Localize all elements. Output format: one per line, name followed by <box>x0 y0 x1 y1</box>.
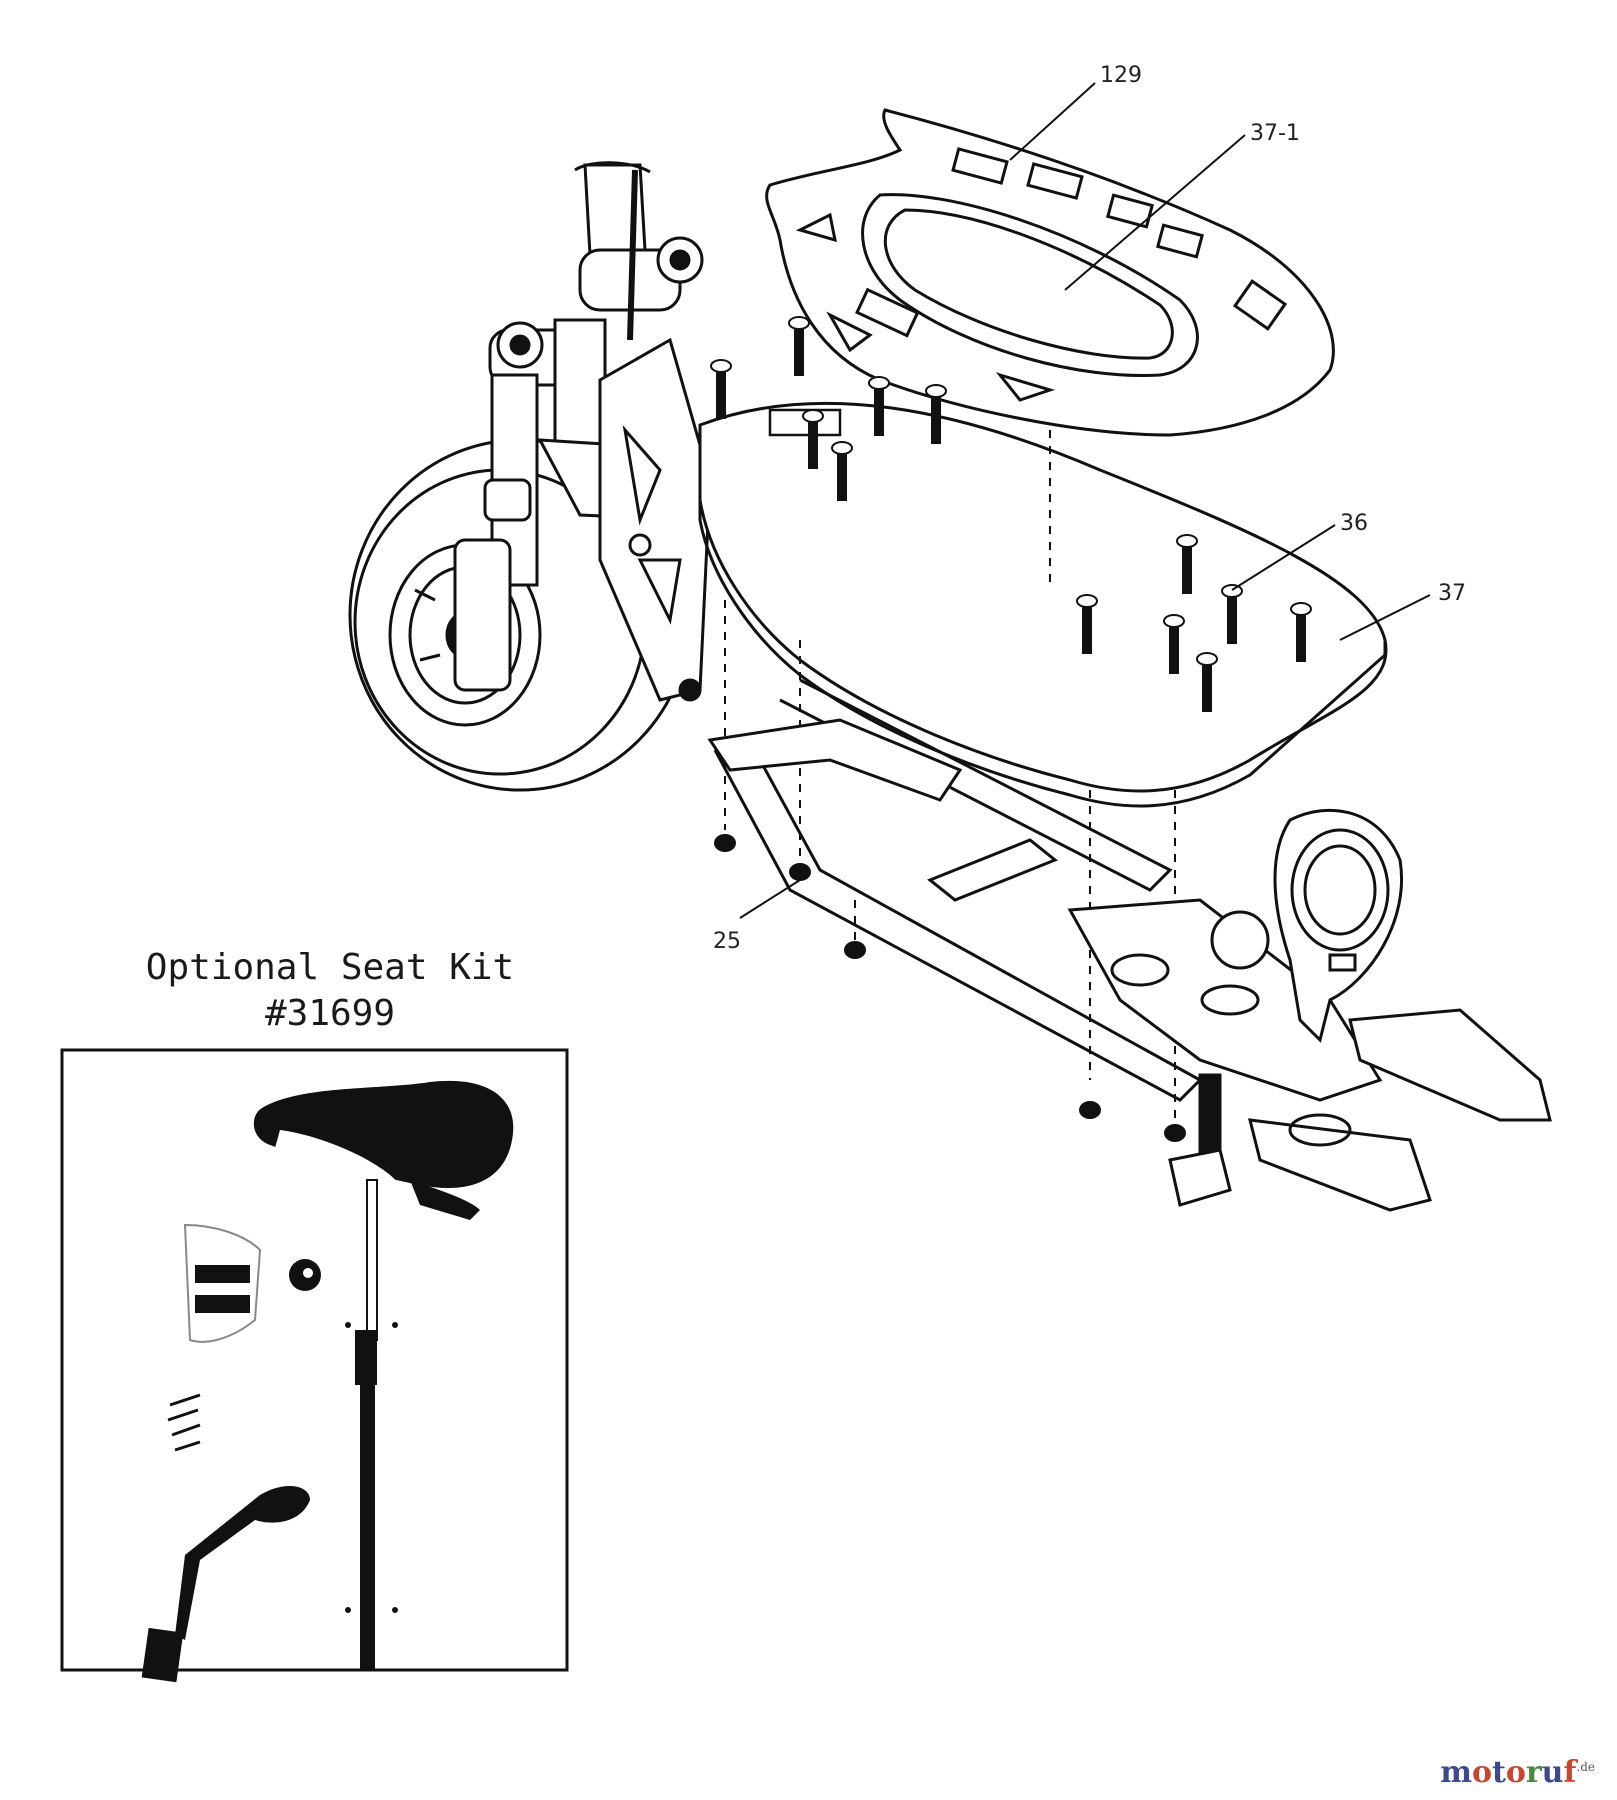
callout-25: 25 <box>713 929 741 954</box>
kickstand <box>1168 1073 1232 1207</box>
callout-129: 129 <box>1100 63 1142 88</box>
rear-fender <box>1273 808 1403 1043</box>
seat-kit-title: Optional Seat Kit #31699 <box>90 945 570 1037</box>
steering-truss <box>598 337 712 702</box>
watermark-letter: o <box>1505 1755 1526 1790</box>
saddle <box>253 1080 514 1188</box>
watermark-letter: r <box>1525 1755 1542 1790</box>
callout-37-1: 37-1 <box>1250 121 1300 146</box>
seat-kit-bolts <box>167 1393 201 1452</box>
watermark-letter: t <box>1491 1755 1506 1790</box>
seat-post <box>366 1179 378 1341</box>
callout-37: 37 <box>1438 581 1466 606</box>
leader-lines <box>739 82 1431 919</box>
seat-footrest <box>175 1485 310 1640</box>
seat-kit-part-number: #31699 <box>264 993 396 1034</box>
watermark-suffix: .de <box>1576 1760 1595 1774</box>
watermark-letter: f <box>1563 1755 1577 1790</box>
watermark-letter: u <box>1541 1755 1564 1790</box>
seat-bracket <box>183 1223 262 1343</box>
motoruf-watermark-logo: motoruf.de <box>1440 1755 1595 1790</box>
deck-mat <box>765 108 1335 437</box>
nuts <box>714 834 1186 1142</box>
seat-post-pins <box>345 1322 398 1613</box>
seat-kit-title-line1: Optional Seat Kit <box>145 947 515 988</box>
seat-kit-box <box>60 1048 569 1683</box>
deck-board <box>698 401 1388 808</box>
callout-36: 36 <box>1340 511 1368 536</box>
watermark-letter: m <box>1440 1755 1472 1790</box>
frame <box>707 678 1552 1212</box>
bolts <box>710 316 1312 712</box>
watermark-letter: o <box>1471 1755 1492 1790</box>
